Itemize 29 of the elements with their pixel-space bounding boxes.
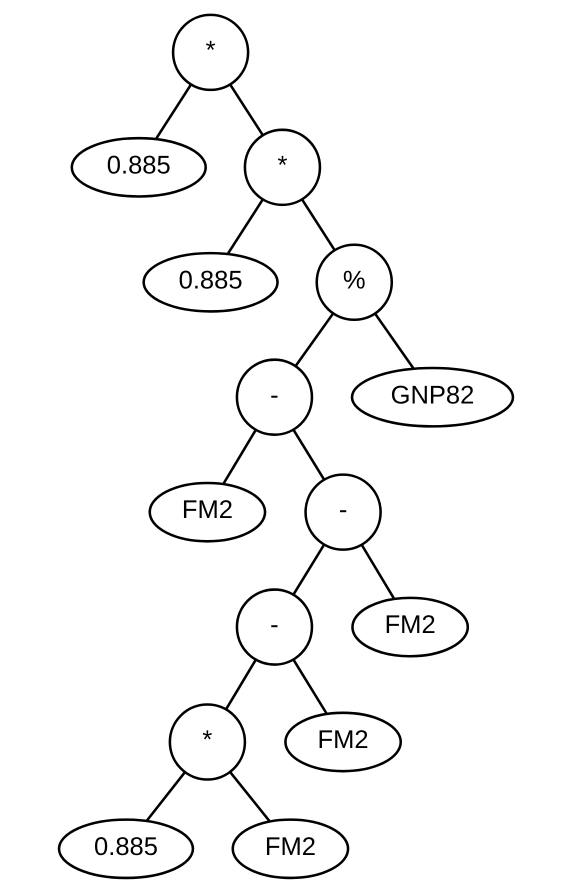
node-circle: - xyxy=(235,588,313,666)
connector xyxy=(228,84,264,136)
node-ellipse: 0.885 xyxy=(70,136,206,198)
node-circle: * xyxy=(168,703,246,781)
connector xyxy=(226,198,264,254)
node-ellipse: 0.885 xyxy=(142,252,278,313)
node-ellipse: FM2 xyxy=(148,482,266,543)
connector xyxy=(292,429,325,480)
node-circle: % xyxy=(314,243,393,322)
connector xyxy=(222,429,256,484)
connector xyxy=(292,544,325,596)
connector xyxy=(145,772,186,822)
node-ellipse: 0.885 xyxy=(57,818,194,880)
connector xyxy=(300,198,336,251)
node-circle: - xyxy=(304,473,382,551)
connector xyxy=(154,84,192,139)
connector xyxy=(228,771,270,822)
node-ellipse: GNP82 xyxy=(350,366,514,428)
connector xyxy=(374,313,414,370)
node-circle: * xyxy=(243,128,321,206)
connector xyxy=(360,544,394,599)
node-ellipse: FM2 xyxy=(350,596,469,658)
connector xyxy=(224,659,256,710)
connector xyxy=(294,313,334,366)
connector xyxy=(292,659,327,714)
node-circle: - xyxy=(235,358,313,436)
node-circle: * xyxy=(171,14,249,92)
node-ellipse: FM2 xyxy=(284,712,402,772)
node-ellipse: FM2 xyxy=(230,818,349,880)
